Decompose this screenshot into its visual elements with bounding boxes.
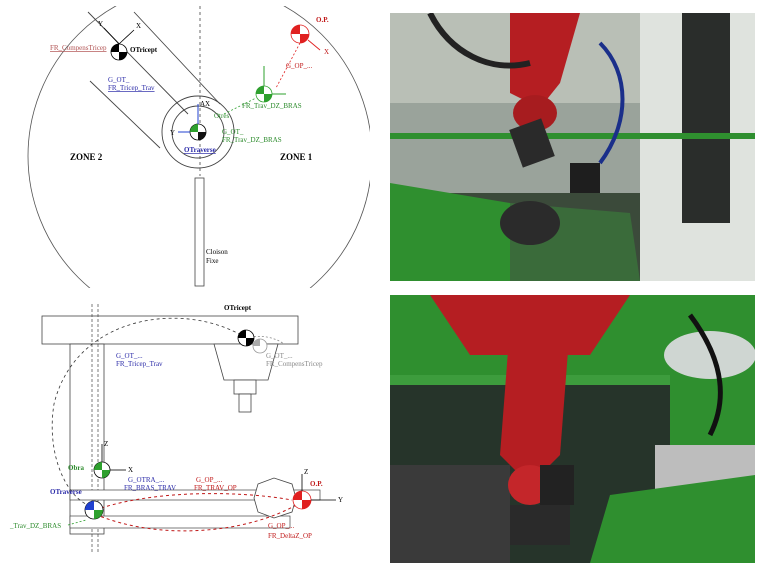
trav-dz-bras-label: _Trav_DZ_BRAS — [9, 522, 61, 530]
ax-label: AX — [200, 100, 210, 108]
bottom-kinematic-diagram: OTricept G_OT_... FR_Tricep_Trav G_OT_..… — [6, 294, 372, 570]
traverse-ring-outer — [161, 95, 235, 169]
otraverse-frame-icon — [84, 500, 104, 520]
op-y-axis-label: Y — [338, 496, 343, 504]
otricept-frame-icon — [110, 43, 128, 61]
tool-octagon — [253, 477, 297, 519]
bottom-diagram-svg: OTricept G_OT_... FR_Tricep_Trav G_OT_..… — [9, 304, 343, 552]
fr-trav-op-label: FR_TRAV_OP — [194, 484, 237, 492]
g-ot-label: G_OT_... — [116, 352, 143, 360]
obra-z-axis-label: Z — [104, 440, 108, 448]
op-frame-icon — [290, 24, 310, 44]
otraverse-y-axis-label: Y — [170, 129, 175, 137]
g-op-2-label: G_OP_... — [268, 522, 295, 530]
dz-bras-frame-icon — [255, 85, 273, 103]
op-z-axis-label: Z — [304, 468, 308, 476]
fr-compens-tricep-label: FR_CompensTricep — [266, 360, 323, 368]
g-ot-2-label: G_OT_... — [266, 352, 293, 360]
compens-tricep-frame-icon — [252, 338, 268, 354]
g-ot-2-label: G_OT_ — [222, 128, 244, 136]
rail-bottom — [69, 515, 291, 529]
g-ot-label: G_OT_ — [108, 76, 130, 84]
otraverse-label: OTraverse — [184, 146, 216, 154]
tricep-trav-arc — [51, 317, 247, 505]
photo-top-svg — [390, 13, 755, 281]
op-frame-icon — [292, 490, 312, 510]
rail-top — [69, 489, 321, 501]
obra-x-axis-label: X — [128, 466, 133, 474]
cloison-wall — [194, 177, 205, 287]
robot-arm-photo-top — [390, 13, 755, 281]
top-beam — [41, 315, 299, 345]
obra-label: Obra — [68, 464, 84, 472]
op-label: O.P. — [316, 16, 329, 24]
otricept-label: OTricept — [224, 304, 252, 312]
cloison-label: Cloison — [206, 248, 228, 256]
photo-bottom-svg — [390, 295, 755, 563]
zone-2-label: ZONE 2 — [70, 152, 103, 162]
g-op-label: G_OP_... — [286, 62, 313, 70]
top-diagram-svg: Y X OTricept FR_CompensTricep G_OT_ FR_T… — [27, 0, 373, 329]
fixe-label: Fixe — [206, 257, 218, 265]
g-op-label: G_OP_... — [196, 476, 223, 484]
robot-arm-photo-bottom — [390, 295, 755, 563]
fr-bras-trav-label: FR_BRAS_TRAV — [124, 484, 176, 492]
fr-compens-tricep-label: FR_CompensTricep — [50, 44, 107, 52]
op-label: O.P. — [310, 480, 323, 488]
fr-trav-dz-bras-2-label: FR_Trav_DZ_BRAS — [222, 136, 282, 144]
otres-label: Otres — [214, 112, 229, 120]
otricept-y-axis-label: Y — [98, 20, 103, 28]
obra-frame-icon — [93, 461, 111, 479]
trav-op-arc — [89, 493, 293, 513]
arm-edge-3 — [89, 80, 161, 149]
fr-deltaz-op-label: FR_DeltaZ_OP — [268, 532, 312, 540]
deltaz-op-arc — [89, 503, 299, 532]
otricept-label: OTricept — [130, 46, 158, 54]
g-otra-label: G_OTRA_... — [128, 476, 165, 484]
top-kinematic-diagram: Y X OTricept FR_CompensTricep G_OT_ FR_T… — [10, 0, 373, 329]
fr-tricep-trav-label: FR_Tricep_Trav — [108, 84, 155, 92]
zone-1-label: ZONE 1 — [280, 152, 313, 162]
arm-edge-2 — [133, 11, 221, 105]
otraverse-label: OTraverse — [50, 488, 82, 496]
fr-tricep-trav-label: FR_Tricep_Trav — [116, 360, 163, 368]
otraverse-frame-icon — [189, 123, 207, 141]
otricept-frame-icon — [237, 329, 255, 347]
fr-trav-dz-bras-1-label: FR_Trav_DZ_BRAS — [242, 102, 302, 110]
otricept-x-axis-label: X — [136, 22, 141, 30]
op-x-axis-label: X — [324, 48, 329, 56]
